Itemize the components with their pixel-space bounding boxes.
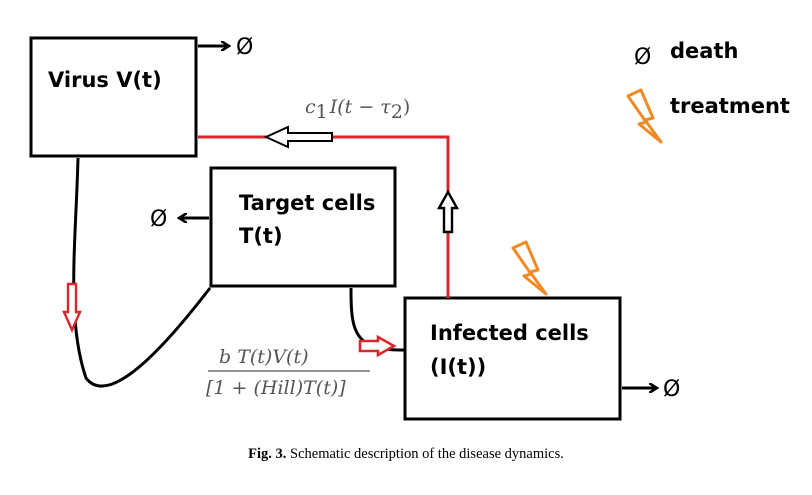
legend-death-label: death — [670, 39, 738, 63]
virus-to-target-curve — [72, 157, 212, 388]
legend-death-symbol: Ø — [634, 45, 651, 70]
virus-death-symbol: Ø — [236, 35, 253, 60]
infection-rate-numerator: b T(t)V(t) — [219, 346, 309, 368]
infection-rate-denominator: [1 + (Hill)T(t)] — [206, 377, 346, 399]
legend-treatment-label: treatment — [670, 94, 790, 118]
treatment-lightning-icon — [511, 240, 548, 296]
figure-caption-text: Schematic description of the disease dyn… — [286, 446, 564, 462]
production-left-arrow — [263, 125, 333, 149]
figure-caption: Fig. 3. Schematic description of the dis… — [0, 446, 812, 463]
virus-title: Virus V(t) — [48, 68, 162, 92]
infected-cells-variable: (I(t)) — [430, 355, 486, 379]
legend-treatment-lightning-icon — [626, 88, 663, 144]
virus-down-arrow — [62, 282, 82, 333]
virus-box — [29, 36, 198, 158]
figure-label: Fig. 3. — [248, 446, 287, 462]
production-up-arrow — [436, 189, 460, 234]
infection-right-arrow — [358, 334, 397, 358]
target-cells-title: Target cells — [239, 191, 375, 215]
infected-death-symbol: Ø — [663, 377, 680, 402]
infected-cells-box — [403, 296, 622, 421]
disease-dynamics-diagram: Virus V(t) Target cells T(t) Infected ce… — [29, 35, 790, 421]
target-cells-box — [209, 166, 397, 288]
target-cells-variable: T(t) — [239, 224, 283, 248]
infected-cells-title: Infected cells — [430, 321, 589, 345]
target-death-symbol: Ø — [150, 207, 167, 232]
